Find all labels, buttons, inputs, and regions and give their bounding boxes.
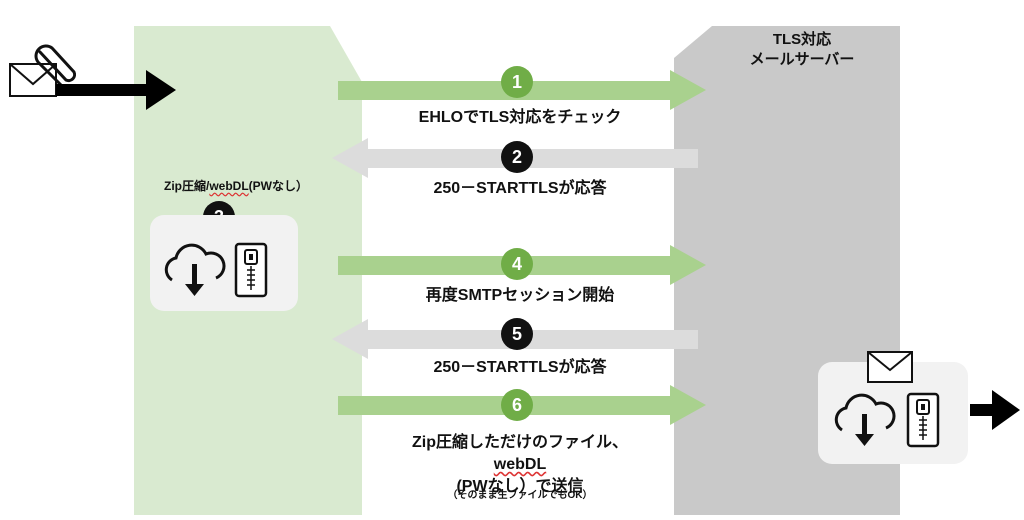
client-label-suffix: (PWなし）	[248, 179, 308, 193]
zip-file-icon	[906, 392, 940, 448]
server-title-line1: TLS対応	[772, 31, 832, 48]
step-5-label: 250－STARTTLSが応答	[433, 359, 607, 376]
server-title-line2: メールサーバー	[749, 51, 855, 68]
outgoing-arrow	[970, 390, 1020, 430]
client-label-prefix: Zip圧縮/	[163, 179, 210, 193]
step-6-note: （そのまま生ファイルでもOK）	[447, 490, 593, 501]
step-4-badge: 4	[501, 248, 533, 280]
step-6-label: Zip圧縮しただけのファイル、 webDL (PWなし）で送信	[340, 432, 700, 498]
step-6-label-rest: (PWなし）で送信	[456, 478, 584, 495]
client-label-webdl: webDL	[209, 179, 249, 193]
incoming-arrow	[56, 70, 176, 110]
cloud-download-icon	[834, 393, 896, 446]
server-title: TLS対応 メールサーバー	[712, 30, 892, 70]
envelope-icon	[867, 351, 913, 383]
outgoing-icons	[834, 351, 1020, 448]
incoming-mail	[9, 44, 176, 110]
step-5-badge: 5	[501, 318, 533, 350]
step-6-label-line1: Zip圧縮しただけのファイル、	[412, 434, 628, 451]
step-2-badge: 2	[501, 141, 533, 173]
client-icons	[164, 242, 268, 298]
step-6-label-line2: webDL (PWなし）で送信	[340, 454, 700, 498]
step-1-badge: 1	[501, 66, 533, 98]
zip-file-icon	[234, 242, 268, 298]
step-2-label: 250－STARTTLSが応答	[433, 180, 607, 197]
paperclip-icon	[34, 44, 77, 88]
step-6-badge: 6	[501, 389, 533, 421]
step-1-label: EHLOでTLS対応をチェック	[418, 109, 622, 126]
step-6-label-webdl: webDL	[493, 456, 547, 473]
step-4-label: 再度SMTPセッション開始	[425, 287, 615, 304]
cloud-download-icon	[164, 243, 226, 296]
client-label: Zip圧縮/webDL(PWなし）	[136, 177, 336, 194]
